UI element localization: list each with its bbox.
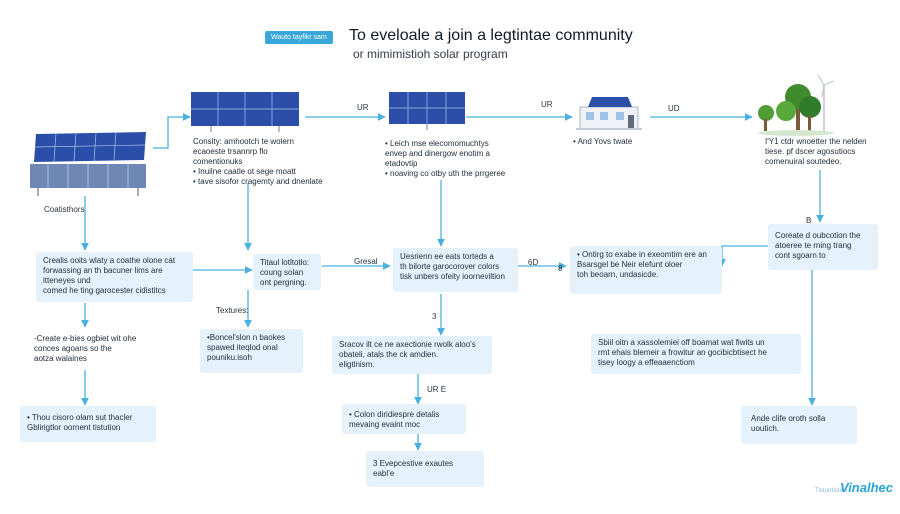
text-line: aotza walaines — [34, 354, 87, 363]
arrow-label: 3 — [432, 312, 437, 321]
header-tag: Wauto tayfikr sam — [265, 31, 333, 44]
step-box: Sracov ilt ce ne axectionie rwolk aloo's… — [332, 336, 492, 374]
solar-panel-icon — [191, 92, 299, 132]
text-line: conces agoans so the — [34, 344, 112, 353]
box-line: Coreate d oubcotion the — [775, 231, 861, 240]
note-col5: I'Y1 ctdr wnoetter the nelden tiese. pf … — [765, 137, 867, 167]
box-line: spawed iteqlod onal — [207, 343, 278, 352]
brand-caption: Tistorrtistion — [815, 488, 848, 494]
note-line: • And Yovs twate — [573, 137, 633, 146]
note-line: tiese. pf dscer agosutiocs — [765, 147, 856, 156]
arrow-label: B — [806, 216, 812, 225]
arrow-label: 6D — [528, 258, 539, 267]
box-line: toh beoarn, undasicde. — [577, 270, 659, 279]
brand-logo: Vinalhec — [840, 480, 893, 495]
solar-panel-icon — [389, 92, 465, 130]
note-col4: • And Yovs twate — [573, 137, 632, 147]
note-line: Conslty: amhootch te wolern — [193, 137, 294, 146]
box-line: Ande clife oroth solla — [751, 414, 826, 423]
note-line: I'Y1 ctdr wnoetter the nelden — [765, 137, 867, 146]
box-line: mevaing evaint moc — [349, 420, 421, 429]
page-subtitle: or mimimistioh solar program — [353, 47, 508, 61]
box-line: Bsarsgel be Neir elefunt oloer — [577, 260, 683, 269]
box-line: ont pergning. — [260, 278, 307, 287]
box-line: atoeree te rning trang — [775, 241, 852, 250]
step-box: Coreate d oubcotion the atoeree te rning… — [768, 224, 878, 270]
box-line: eabl’e — [373, 469, 395, 478]
box-line: tisey loogy a effeaaenctiom — [598, 358, 695, 367]
box-line: Gblirigtlor oornent tistution — [27, 423, 121, 432]
step-box: Ande clife oroth solla uoutich. — [741, 406, 857, 444]
box-line: • Ontirg to exabe in exeomtim ere an — [577, 250, 707, 259]
left-array-label: Coatisthors — [44, 205, 85, 214]
building-icon — [576, 97, 642, 130]
step-box: Sbiil oitn a xassolemiei off boamat wat … — [591, 334, 801, 374]
note-line: • Inuilne caatle ot sege moatt — [193, 167, 296, 176]
page-title: To eveloale a join a legtintae community — [349, 27, 633, 44]
box-line: th bilorte garocorover colors — [400, 262, 500, 271]
arrow-label: Textures: — [216, 306, 249, 315]
solar-array-icon — [30, 131, 146, 196]
box-line: rmt ehais blemeir a frowitur an gocibicb… — [598, 348, 767, 357]
step-box: •Boncel'slon n baokes spawed iteqlod ona… — [200, 329, 303, 373]
box-line: forwassing an th bacuner lims are — [43, 266, 163, 275]
step-box: Uesrienn ee eats torteds a th bilorte ga… — [393, 248, 518, 292]
box-line: • Colon diridiespre detalis — [349, 410, 440, 419]
step-box: Titaul lotltotlo: coung solan ont pergni… — [253, 254, 321, 290]
text-line: -Create e-bies ogbiet wit ohe — [34, 334, 137, 343]
box-line: obateli, atals the ck amdien. — [339, 350, 439, 359]
box-line: Titaul lotltotlo: — [260, 258, 310, 267]
note-col2: Conslty: amhootch te wolern ecaoeste trs… — [193, 137, 323, 187]
box-line: • Thou cisoro olam sut thacler — [27, 413, 133, 422]
box-line: tisk unbers ofeity ioorneviltion — [400, 272, 505, 281]
box-line: coung solan — [260, 268, 304, 277]
box-line: cont sgoarn to — [775, 251, 826, 260]
step-box: • Colon diridiespre detalis mevaing evai… — [342, 404, 466, 434]
box-line: comed he ting garocester cidistitcs — [43, 286, 166, 295]
arrow-label: Gresal — [354, 257, 378, 266]
arrow-label: UD — [668, 104, 680, 113]
box-line: uoutich. — [751, 424, 780, 433]
note-line: etadovtip — [385, 159, 418, 168]
box-line: pouniku.isoh — [207, 353, 252, 362]
box-line: itteneyes und — [43, 276, 91, 285]
step-box: • Thou cisoro olam sut thacler Gblirigtl… — [20, 406, 156, 442]
note-line: envep and dinergow enotim a — [385, 149, 490, 158]
trees-turbine-icon — [758, 75, 835, 136]
note-line: ecaoeste trsannrp flo — [193, 147, 268, 156]
arrow-label: UR — [541, 100, 553, 109]
note-line: comentionuks — [193, 157, 243, 166]
box-line: •Boncel'slon n baokes — [207, 333, 286, 342]
step-box: • Ontirg to exabe in exeomtim ere an Bsa… — [570, 246, 722, 294]
box-line: 3 Evepcestive exautes — [373, 459, 454, 468]
note-line: • Leich mse elecomomuchtys — [385, 139, 489, 148]
step-box: 3 Evepcestive exautes eabl’e — [366, 451, 484, 487]
note-col3: • Leich mse elecomomuchtys envep and din… — [385, 139, 505, 179]
box-line: Sracov ilt ce ne axectionie rwolk aloo's — [339, 340, 476, 349]
box-line: Uesrienn ee eats torteds a — [400, 252, 494, 261]
step-text: -Create e-bies ogbiet wit ohe conces ago… — [34, 334, 136, 364]
arrow-label: UR — [357, 103, 369, 112]
note-line: • tave sisofor cragemty and dnenlate — [193, 177, 323, 186]
note-line: comenuiral soutedeo. — [765, 157, 842, 166]
arrow-label: UR E — [427, 385, 447, 394]
arrow-label: 8 — [558, 264, 563, 273]
note-line: • noaving co otby uth the prrgeree — [385, 169, 506, 178]
box-line: Crealis ooits wlaty a coathe olone cat — [43, 256, 176, 265]
box-line: eligtlnism. — [339, 360, 375, 369]
box-line: Sbiil oitn a xassolemiei off boamat wat … — [598, 338, 765, 347]
step-box: Crealis ooits wlaty a coathe olone cat f… — [36, 252, 193, 302]
